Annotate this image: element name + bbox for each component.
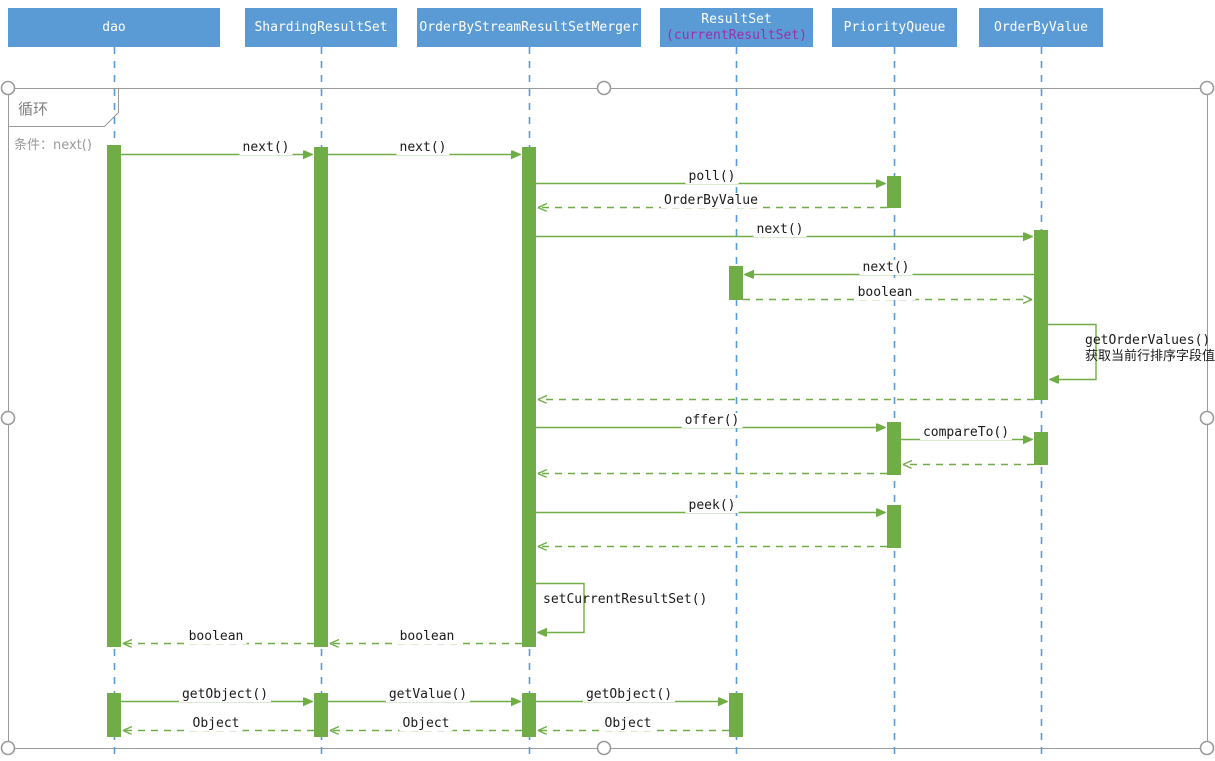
participant-name: dao bbox=[102, 19, 126, 35]
frame-handle-7[interactable] bbox=[1199, 740, 1215, 756]
message-label-m1: next() bbox=[239, 140, 293, 155]
activation-bar-priorityQueue bbox=[887, 422, 901, 475]
activation-bar-orderByStreamResultSetMerger bbox=[522, 693, 536, 737]
activation-bar-dao bbox=[107, 145, 121, 647]
message-label-m16: boolean bbox=[185, 629, 247, 644]
loop-fragment-frame bbox=[8, 88, 1208, 749]
activation-bar-resultSet bbox=[729, 266, 743, 300]
frame-handle-5[interactable] bbox=[0, 740, 16, 756]
participant-box-shardingResultSet[interactable]: ShardingResultSet bbox=[245, 8, 397, 47]
message-label-m20: Object bbox=[601, 716, 655, 731]
frame-handle-3[interactable] bbox=[0, 410, 16, 426]
activation-bar-orderByValue bbox=[1034, 230, 1048, 400]
participant-box-orderByValue[interactable]: OrderByValue bbox=[979, 8, 1103, 47]
self-message-s1 bbox=[1048, 323, 1097, 380]
fragment-label-tab bbox=[8, 88, 119, 127]
self-message-s2 bbox=[536, 582, 585, 633]
activation-bar-dao bbox=[107, 693, 121, 737]
activation-bar-priorityQueue bbox=[887, 505, 901, 548]
activation-bar-priorityQueue bbox=[887, 176, 901, 208]
participant-name: OrderByStreamResultSetMerger bbox=[419, 19, 639, 35]
activation-bar-orderByValue bbox=[1034, 432, 1048, 465]
message-label-m19: getObject() bbox=[582, 687, 676, 702]
message-label-m9: offer() bbox=[681, 413, 743, 428]
participant-name: OrderByValue bbox=[994, 19, 1088, 35]
frame-handle-0[interactable] bbox=[0, 80, 16, 96]
participant-name: PriorityQueue bbox=[843, 19, 946, 35]
message-label-m10: compareTo() bbox=[919, 425, 1013, 440]
message-label-m17: getObject() bbox=[178, 687, 272, 702]
fragment-outline bbox=[8, 88, 1208, 749]
participant-name: ShardingResultSet bbox=[254, 19, 388, 35]
fragment-condition-label: 条件：next() bbox=[14, 138, 92, 153]
fragment-operator-label: 循环 bbox=[18, 100, 49, 118]
frame-handle-4[interactable] bbox=[1199, 410, 1215, 426]
message-label-m15: boolean bbox=[396, 629, 458, 644]
participant-box-orderByStreamResultSetMerger[interactable]: OrderByStreamResultSetMerger bbox=[417, 8, 641, 47]
participant-name: ResultSet bbox=[701, 11, 772, 27]
self-messages-group bbox=[536, 323, 1097, 633]
activation-bar-resultSet bbox=[729, 693, 743, 737]
message-label-m7: boolean bbox=[854, 285, 916, 300]
message-label-m13: peek() bbox=[685, 498, 739, 513]
frame-handles-group bbox=[0, 80, 1215, 756]
activation-bar-orderByStreamResultSetMerger bbox=[522, 147, 536, 647]
self-message-label-s1: getOrderValues()获取当前行排序字段值 bbox=[1085, 333, 1215, 365]
frame-handle-6[interactable] bbox=[596, 740, 612, 756]
participant-box-resultSet[interactable]: ResultSet(currentResultSet) bbox=[660, 8, 813, 47]
activation-bars-group bbox=[107, 145, 1048, 737]
self-message-title: getOrderValues() bbox=[1085, 333, 1211, 348]
frame-handle-2[interactable] bbox=[1199, 80, 1215, 96]
participant-box-dao[interactable]: dao bbox=[8, 8, 220, 47]
message-label-m2: next() bbox=[396, 140, 450, 155]
activation-bar-shardingResultSet bbox=[314, 147, 328, 647]
message-label-m5: next() bbox=[753, 222, 807, 237]
message-label-m4: OrderByValue bbox=[661, 193, 761, 208]
message-label-m22: Object bbox=[189, 716, 243, 731]
message-label-m21: Object bbox=[399, 716, 453, 731]
message-label-m18: getValue() bbox=[385, 687, 471, 702]
participant-box-priorityQueue[interactable]: PriorityQueue bbox=[832, 8, 957, 47]
frame-handle-1[interactable] bbox=[596, 80, 612, 96]
participant-subname: (currentResultSet) bbox=[666, 27, 807, 43]
activation-bar-shardingResultSet bbox=[314, 693, 328, 737]
self-message-subtitle: 获取当前行排序字段值 bbox=[1085, 349, 1215, 364]
self-message-title: setCurrentResultSet() bbox=[543, 592, 708, 607]
self-message-label-s2: setCurrentResultSet() bbox=[543, 592, 707, 608]
message-label-m6: next() bbox=[859, 260, 913, 275]
message-label-m3: poll() bbox=[685, 169, 739, 184]
